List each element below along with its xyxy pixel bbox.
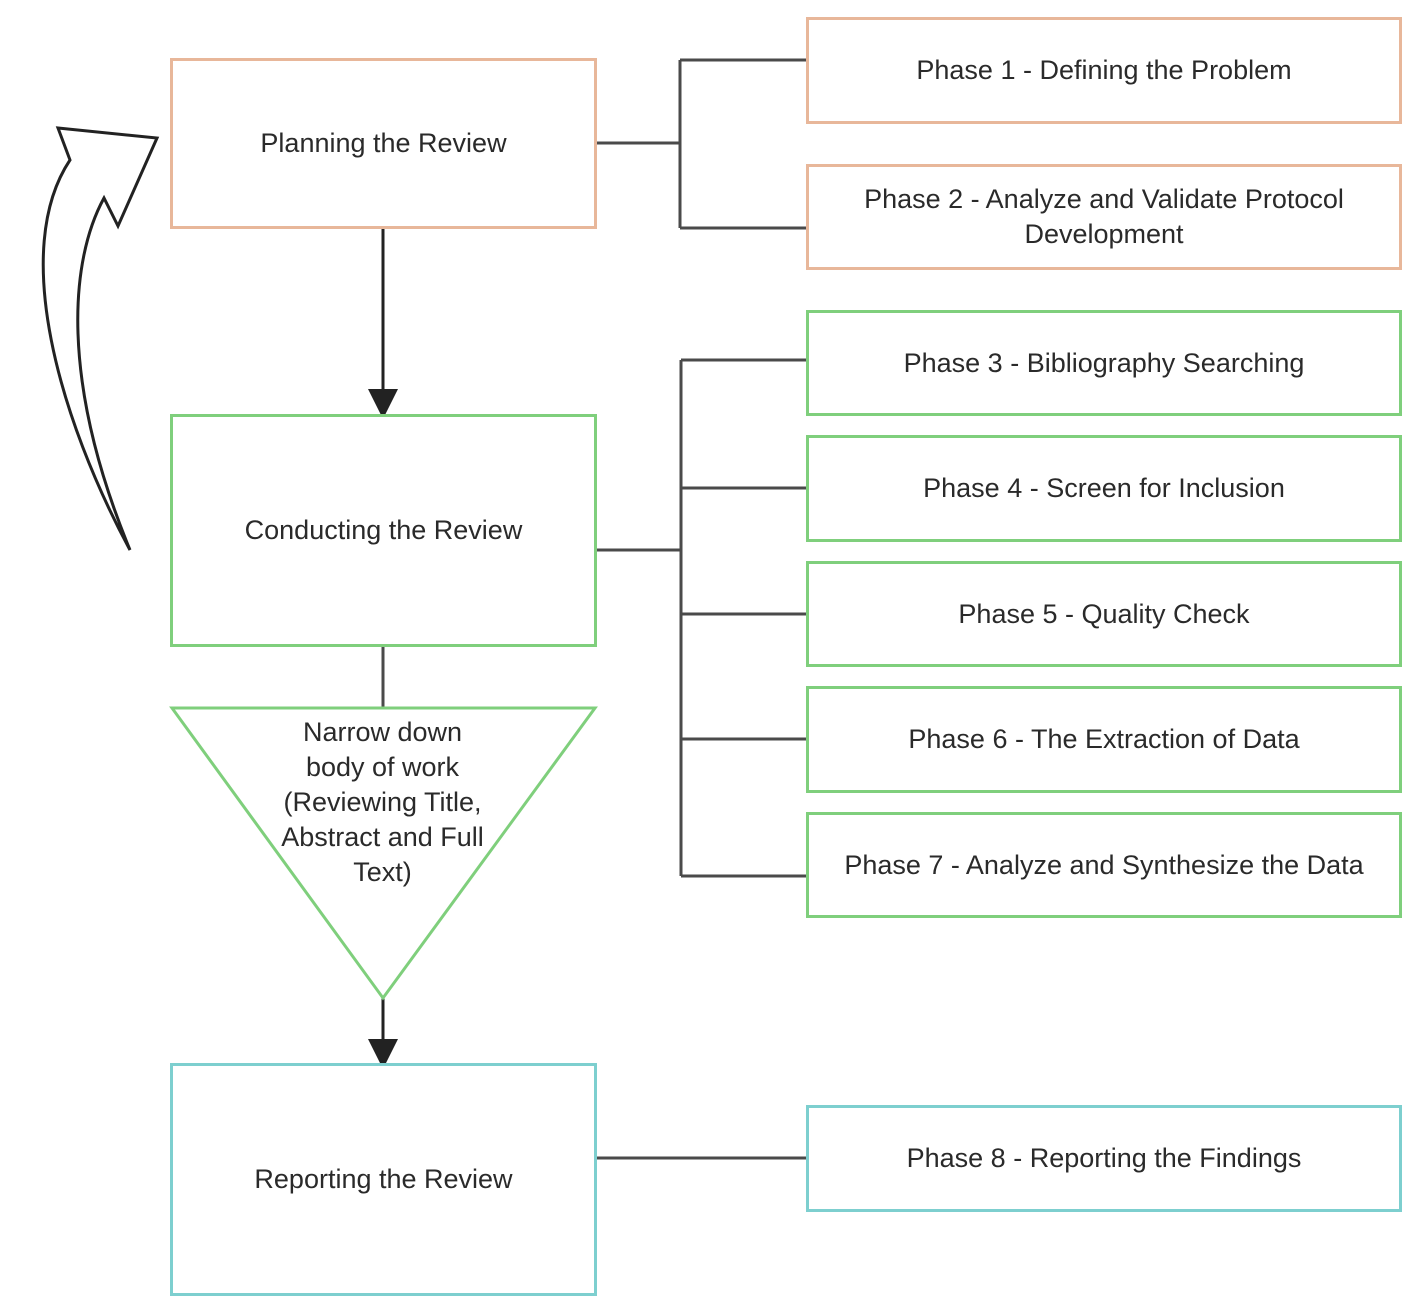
- narrow-line: Text): [353, 857, 412, 887]
- stage-reporting: Reporting the Review: [170, 1063, 597, 1296]
- phase-4: Phase 4 - Screen for Inclusion: [806, 435, 1402, 542]
- stage-conducting: Conducting the Review: [170, 414, 597, 647]
- narrow-down-funnel: [169, 706, 598, 1001]
- phase-label: Phase 7 - Analyze and Synthesize the Dat…: [844, 849, 1364, 880]
- phase-label: Phase 3 - Bibliography Searching: [903, 347, 1305, 378]
- stage-planning: Planning the Review: [170, 58, 597, 229]
- stage-planning-label: Planning the Review: [260, 128, 507, 158]
- phase-2: Phase 2 - Analyze and Validate Protocol …: [806, 164, 1402, 270]
- stage-conducting-label: Conducting the Review: [244, 515, 523, 545]
- phase-5: Phase 5 - Quality Check: [806, 561, 1402, 667]
- narrow-line: Abstract and Full: [281, 822, 484, 852]
- narrow-line: Narrow down: [302, 717, 463, 747]
- conducting-connector: [596, 358, 808, 878]
- phase-3: Phase 3 - Bibliography Searching: [806, 310, 1402, 416]
- phase-label: Phase 1 - Defining the Problem: [916, 55, 1292, 85]
- phase-6: Phase 6 - The Extraction of Data: [806, 686, 1402, 793]
- phase-label: Phase 8 - Reporting the Findings: [906, 1143, 1302, 1173]
- planning-connector: [596, 58, 808, 230]
- phase-7: Phase 7 - Analyze and Synthesize the Dat…: [806, 812, 1402, 918]
- stage-reporting-label: Reporting the Review: [254, 1164, 513, 1194]
- phase-label: Phase 2 - Analyze and Validate Protocol …: [864, 184, 1344, 249]
- phase-1: Phase 1 - Defining the Problem: [806, 17, 1402, 124]
- phase-label: Phase 6 - The Extraction of Data: [908, 724, 1300, 754]
- phase-8: Phase 8 - Reporting the Findings: [806, 1105, 1402, 1212]
- iteration-loop-arrow-icon: [41, 126, 160, 551]
- narrow-down-label: Narrow down body of work (Reviewing Titl…: [240, 715, 525, 890]
- narrow-line: body of work: [305, 752, 460, 782]
- narrow-line: (Reviewing Title,: [283, 787, 482, 817]
- phase-label: Phase 4 - Screen for Inclusion: [923, 473, 1285, 503]
- phase-label: Phase 5 - Quality Check: [958, 598, 1250, 629]
